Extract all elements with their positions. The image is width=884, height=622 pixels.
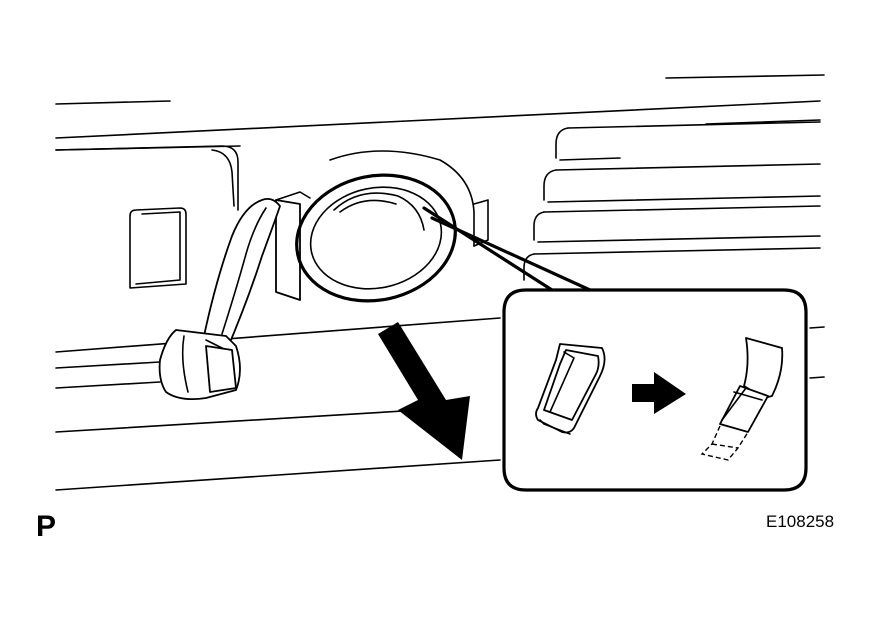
filler-ring [275,150,489,303]
fuel-cap [158,197,281,401]
pull-direction-arrow [378,322,470,460]
figure-code: E108258 [766,512,835,531]
view-label: P [36,510,57,543]
tab-before [535,343,606,435]
left-panel [55,145,239,289]
grille-slats [523,119,821,281]
change-arrow [632,372,686,414]
detail-callout [502,288,808,492]
panel-lines [55,74,825,491]
tab-after [700,337,784,461]
callout-leader [422,206,592,292]
